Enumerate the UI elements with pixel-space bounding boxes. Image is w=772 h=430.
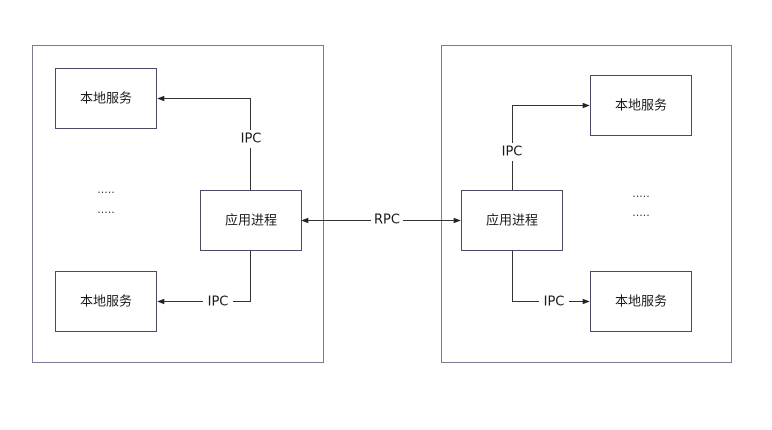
- left-service-bottom-box[interactable]: [55, 271, 157, 332]
- right-process-box[interactable]: [461, 190, 563, 251]
- left-host: 本地服务 本地服务 应用进程 ····· ····· IPC IPC: [32, 45, 324, 363]
- left-service-top-box[interactable]: [55, 68, 157, 129]
- right-service-bottom[interactable]: 本地服务: [590, 271, 692, 332]
- left-ipc-edge-bottom: [157, 251, 251, 305]
- right-process-label: 应用进程: [486, 213, 538, 229]
- right-service-bottom-box[interactable]: [590, 271, 692, 332]
- left-service-bottom[interactable]: 本地服务: [55, 271, 157, 332]
- left-service-top-label: 本地服务: [80, 91, 132, 107]
- right-service-top-label: 本地服务: [615, 98, 667, 114]
- left-process[interactable]: 应用进程: [200, 190, 302, 251]
- right-ipc-label-top: IPC: [502, 145, 523, 160]
- left-ipc-edge-top: [157, 95, 251, 190]
- left-process-label: 应用进程: [225, 213, 277, 229]
- right-service-top-box[interactable]: [590, 75, 692, 136]
- right-ipc-edge-top: [512, 102, 590, 190]
- left-ellipsis-2: ·····: [97, 206, 114, 219]
- right-ipc-label-bottom: IPC: [544, 295, 565, 310]
- left-process-box[interactable]: [200, 190, 302, 251]
- right-process[interactable]: 应用进程: [461, 190, 563, 251]
- right-ellipsis-1: ·····: [632, 190, 649, 203]
- rpc-label: RPC: [374, 213, 400, 228]
- right-host: 本地服务 本地服务 应用进程 ····· ····· IPC IPC: [441, 45, 732, 363]
- rpc-link: RPC: [301, 211, 461, 229]
- left-ipc-label-bottom: IPC: [208, 295, 229, 310]
- left-ellipsis-1: ·····: [97, 186, 114, 199]
- left-service-top[interactable]: 本地服务: [55, 68, 157, 129]
- left-service-bottom-label: 本地服务: [80, 294, 132, 310]
- left-ipc-label-top: IPC: [241, 132, 262, 147]
- right-service-bottom-label: 本地服务: [615, 294, 667, 310]
- right-service-top[interactable]: 本地服务: [590, 75, 692, 136]
- right-ellipsis-2: ·····: [632, 209, 649, 222]
